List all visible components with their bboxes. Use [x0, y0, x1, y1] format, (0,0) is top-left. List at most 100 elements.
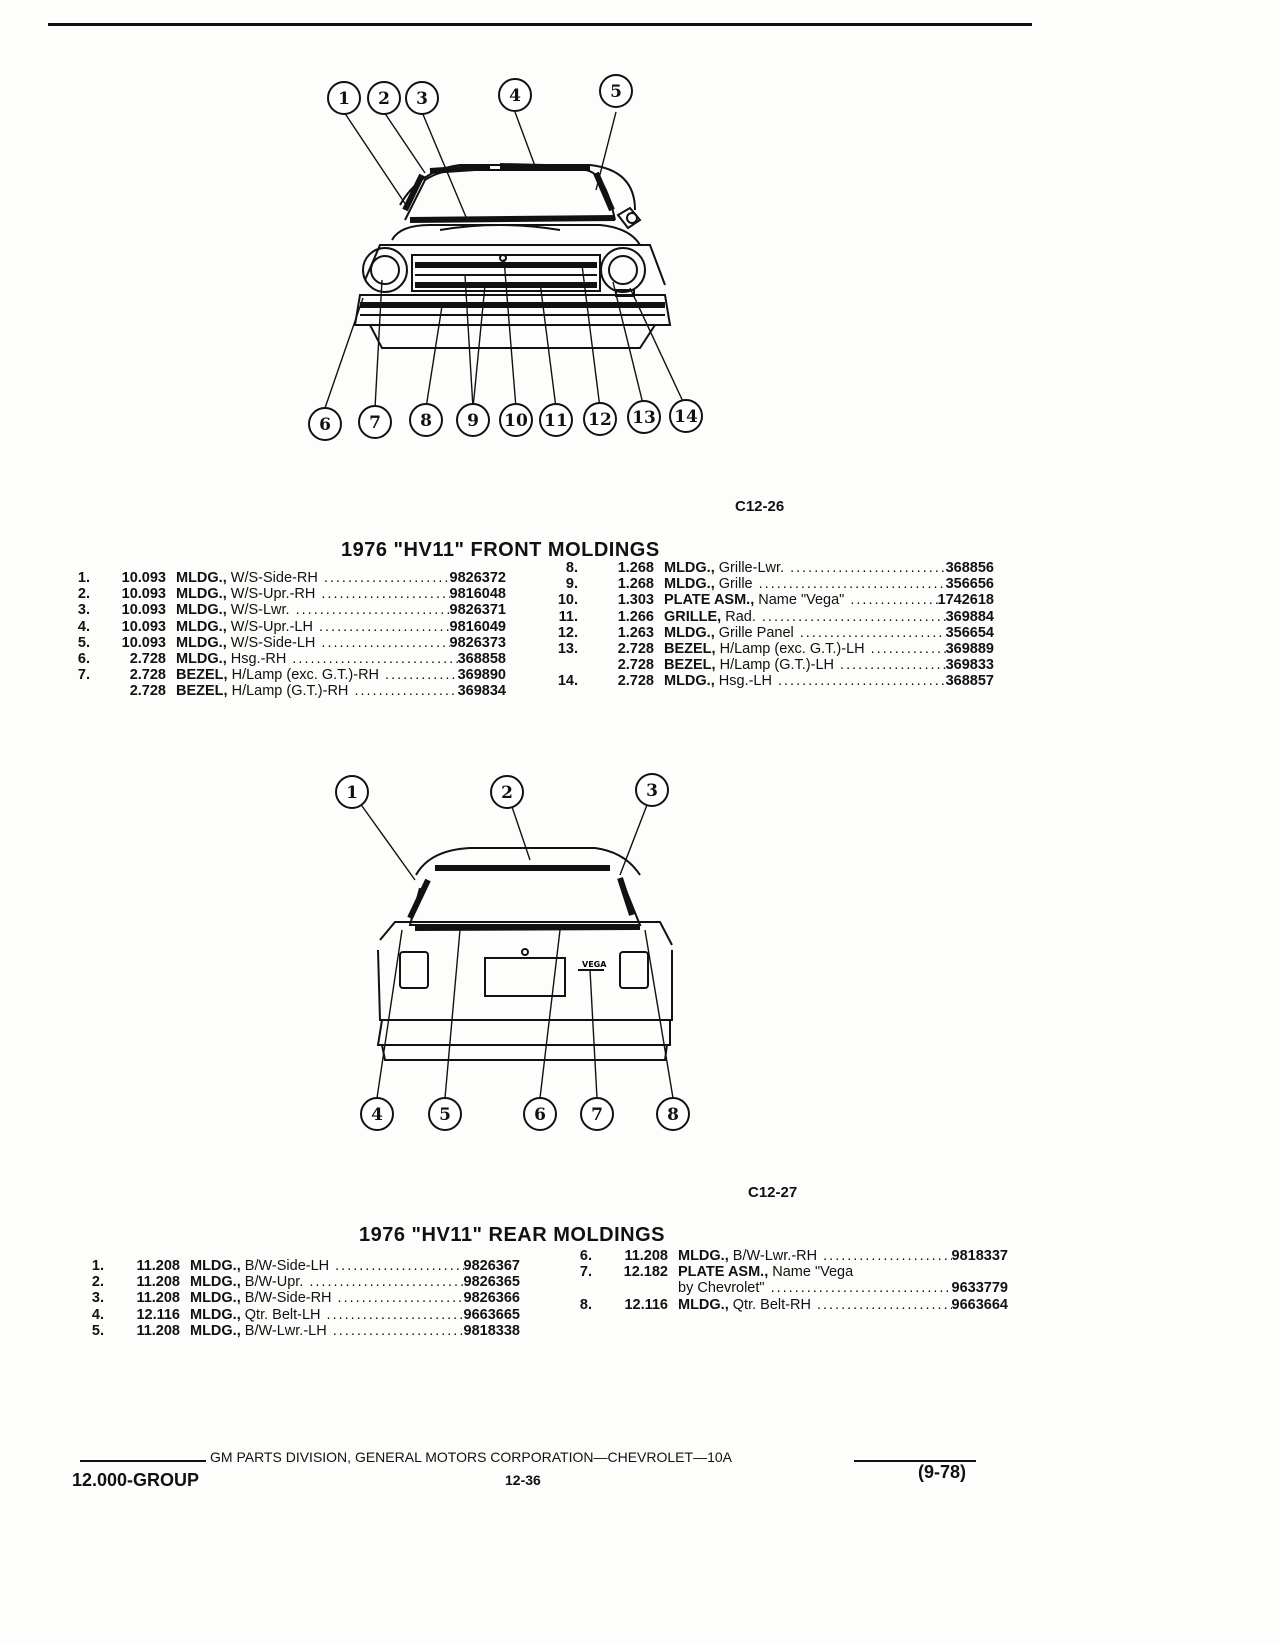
footer-rule-right: [854, 1460, 976, 1462]
part-name: MLDG.,: [678, 1248, 729, 1264]
part-description: MLDG., W/S-Side-RH .....................…: [176, 570, 450, 586]
group-number: [592, 1280, 678, 1296]
leader-dots: .................................: [799, 624, 946, 641]
item-number: 7.: [77, 667, 90, 684]
part-detail: H/Lamp (G.T.)-LH: [719, 657, 835, 674]
part-number: 369884: [945, 608, 994, 625]
callout-1: 1: [335, 775, 369, 809]
part-description: MLDG., B/W-Lwr.-LH .....................…: [190, 1323, 464, 1339]
part-name: BEZEL,: [176, 667, 228, 684]
item-number: 7.: [579, 1264, 592, 1281]
callout-number: 3: [416, 89, 428, 109]
item-number: 13.: [557, 640, 578, 657]
leader-dots: .................................: [335, 1258, 463, 1274]
rear-vega-badge: VEGA: [582, 960, 607, 969]
group-number: 10.093: [121, 618, 166, 635]
item-number: 3.: [77, 602, 90, 619]
leader-dots: .................................: [764, 1280, 952, 1297]
callout-number: 7: [591, 1105, 603, 1125]
group-number: 12.116: [624, 1296, 668, 1313]
callout-number: 6: [319, 415, 331, 435]
callout-number: 7: [369, 413, 381, 433]
part-name: MLDG.,: [664, 560, 715, 576]
part-number: 1742618: [937, 592, 994, 609]
leader-dots: .................................: [816, 1296, 952, 1313]
group-number: 2.728: [129, 683, 166, 700]
item-number: 1.: [91, 1258, 104, 1274]
part-detail: W/S-Upr.-LH: [230, 618, 313, 635]
leader-dots: .................................: [385, 667, 458, 684]
part-number: 9816048: [449, 586, 506, 603]
part-name: MLDG.,: [664, 673, 715, 690]
part-number: 368858: [457, 650, 506, 667]
group-number: 2.728: [617, 640, 654, 657]
part-detail: Grille: [718, 576, 753, 593]
item-number: 2.: [77, 586, 90, 603]
part-detail: W/S-Side-LH: [230, 634, 316, 651]
part-description: BEZEL, H/Lamp (exc. G.T.)-LH ...........…: [664, 641, 946, 657]
part-description: by Chevrolet" ..........................…: [678, 1280, 952, 1296]
part-number: 369834: [457, 683, 506, 700]
part-description: MLDG., B/W-Side-RH .....................…: [190, 1290, 464, 1306]
footer-publisher: GM PARTS DIVISION, GENERAL MOTORS CORPOR…: [210, 1449, 732, 1465]
part-name: MLDG.,: [190, 1258, 241, 1274]
part-name: MLDG.,: [678, 1296, 729, 1313]
group-number: 10.093: [121, 586, 166, 603]
part-detail: Grille-Lwr.: [718, 560, 785, 576]
group-number: 1.266: [617, 608, 654, 625]
group-number: 2.728: [129, 667, 166, 684]
leader-dots: .................................: [292, 650, 457, 667]
part-detail: B/W-Side-RH: [244, 1290, 332, 1307]
top-rule: [48, 23, 1032, 26]
item-number: 14.: [557, 673, 578, 690]
leader-dots: .................................: [309, 1274, 463, 1291]
part-number: 9663664: [951, 1296, 1008, 1313]
part-number: 369833: [945, 657, 994, 674]
group-number: 12.182: [623, 1264, 668, 1281]
part-name: MLDG.,: [176, 650, 227, 667]
part-number: 9826366: [463, 1290, 520, 1307]
callout-6: 6: [308, 407, 342, 441]
leader-dots: .................................: [323, 570, 450, 586]
part-description: MLDG., Grille Panel ....................…: [664, 625, 946, 641]
part-description: MLDG., Hsg.-RH .........................…: [176, 651, 458, 667]
part-description: MLDG., W/S-Upr.-LH .....................…: [176, 619, 450, 635]
rear-figure-code: C12-27: [748, 1184, 798, 1201]
callout-number: 12: [588, 410, 612, 430]
callout-6: 6: [523, 1097, 557, 1131]
callout-7: 7: [580, 1097, 614, 1131]
leader-dots: .................................: [777, 673, 946, 690]
part-detail: B/W-Lwr.-LH: [244, 1322, 327, 1339]
callout-5: 5: [428, 1097, 462, 1131]
part-name: MLDG.,: [190, 1322, 241, 1339]
rear-parts-list-left: 1. 11.208 MLDG., B/W-Side-LH .............…: [72, 1258, 520, 1339]
group-number: 11.208: [136, 1322, 180, 1339]
part-detail: Hsg.-LH: [718, 673, 772, 690]
part-detail: Hsg.-RH: [230, 650, 287, 667]
callout-8: 8: [409, 403, 443, 437]
callout-3: 3: [635, 773, 669, 807]
part-row: by Chevrolet" ..........................…: [560, 1280, 1008, 1296]
part-description: BEZEL, H/Lamp (G.T.)-LH ................…: [664, 657, 946, 673]
group-number: 1.303: [617, 592, 654, 609]
item-number: 8.: [565, 560, 578, 576]
part-description: MLDG., Qtr. Belt-LH ....................…: [190, 1307, 464, 1323]
part-name: BEZEL,: [664, 640, 716, 657]
part-detail: B/W-Side-LH: [244, 1258, 330, 1274]
part-number: 368856: [945, 560, 994, 576]
part-description: PLATE ASM., Name "Vega" ................…: [664, 592, 938, 608]
callout-number: 1: [346, 783, 358, 803]
part-name: MLDG.,: [176, 586, 227, 603]
item-number: 6.: [77, 650, 90, 667]
part-number: 9826371: [449, 602, 506, 619]
